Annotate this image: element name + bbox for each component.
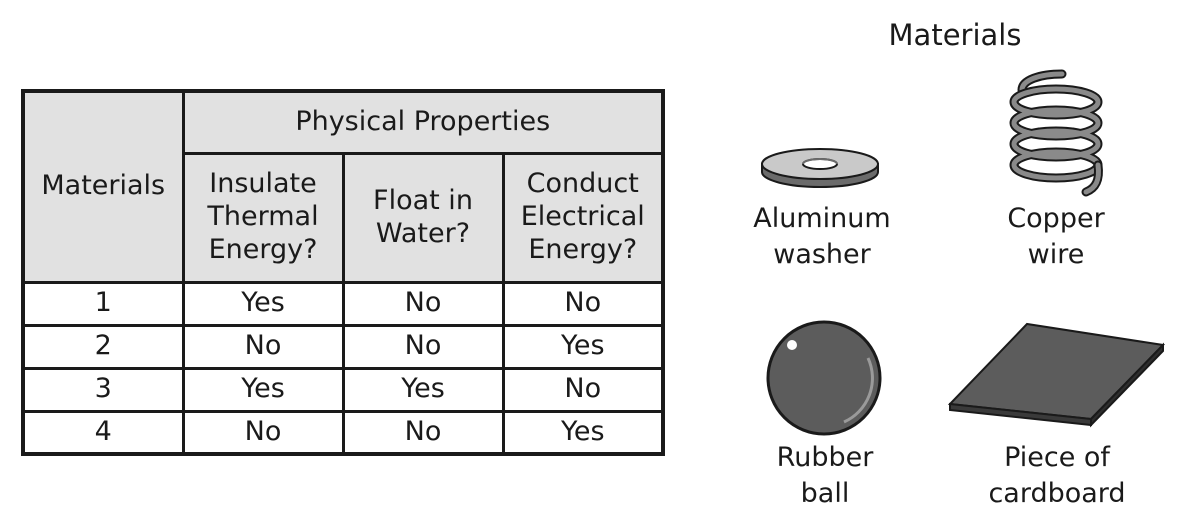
float-cell: No <box>341 409 505 456</box>
table-row: 3 Yes Yes No <box>21 366 665 413</box>
washer-icon <box>761 148 879 188</box>
material-number-cell: 3 <box>21 366 185 413</box>
cardboard-sheet-icon <box>947 322 1166 428</box>
insulate-cell: No <box>181 323 345 370</box>
float-cell: Yes <box>341 366 505 413</box>
materials-panel-title: Materials <box>888 18 1022 52</box>
ball-icon <box>766 320 882 436</box>
physical-properties-table: Materials Physical Properties Insulate T… <box>21 89 665 456</box>
aluminum-washer-label: Aluminum washer <box>753 203 891 270</box>
materials-column-header: Materials <box>21 89 185 284</box>
material-number-cell: 1 <box>21 280 185 327</box>
rubber-ball-label: Rubber ball <box>776 442 874 509</box>
conduct-cell: Yes <box>501 409 665 456</box>
table-row: 1 Yes No No <box>21 280 665 327</box>
table-row: 2 No No Yes <box>21 323 665 370</box>
conduct-cell: No <box>501 280 665 327</box>
material-number-cell: 4 <box>21 409 185 456</box>
conduct-electrical-header: Conduct Electrical Energy? <box>501 151 665 284</box>
float-in-water-header: Float in Water? <box>341 151 505 284</box>
float-cell: No <box>341 323 505 370</box>
insulate-thermal-header: Insulate Thermal Energy? <box>181 151 345 284</box>
insulate-cell: Yes <box>181 280 345 327</box>
conduct-cell: No <box>501 366 665 413</box>
float-cell: No <box>341 280 505 327</box>
insulate-cell: No <box>181 409 345 456</box>
cardboard-label: Piece of cardboard <box>988 442 1126 509</box>
physical-properties-header: Physical Properties <box>181 89 665 155</box>
insulate-cell: Yes <box>181 366 345 413</box>
coil-spring-icon <box>1009 69 1103 197</box>
conduct-cell: Yes <box>501 323 665 370</box>
material-number-cell: 2 <box>21 323 185 370</box>
copper-wire-label: Copper wire <box>1007 203 1105 270</box>
table-row: 4 No No Yes <box>21 409 665 456</box>
